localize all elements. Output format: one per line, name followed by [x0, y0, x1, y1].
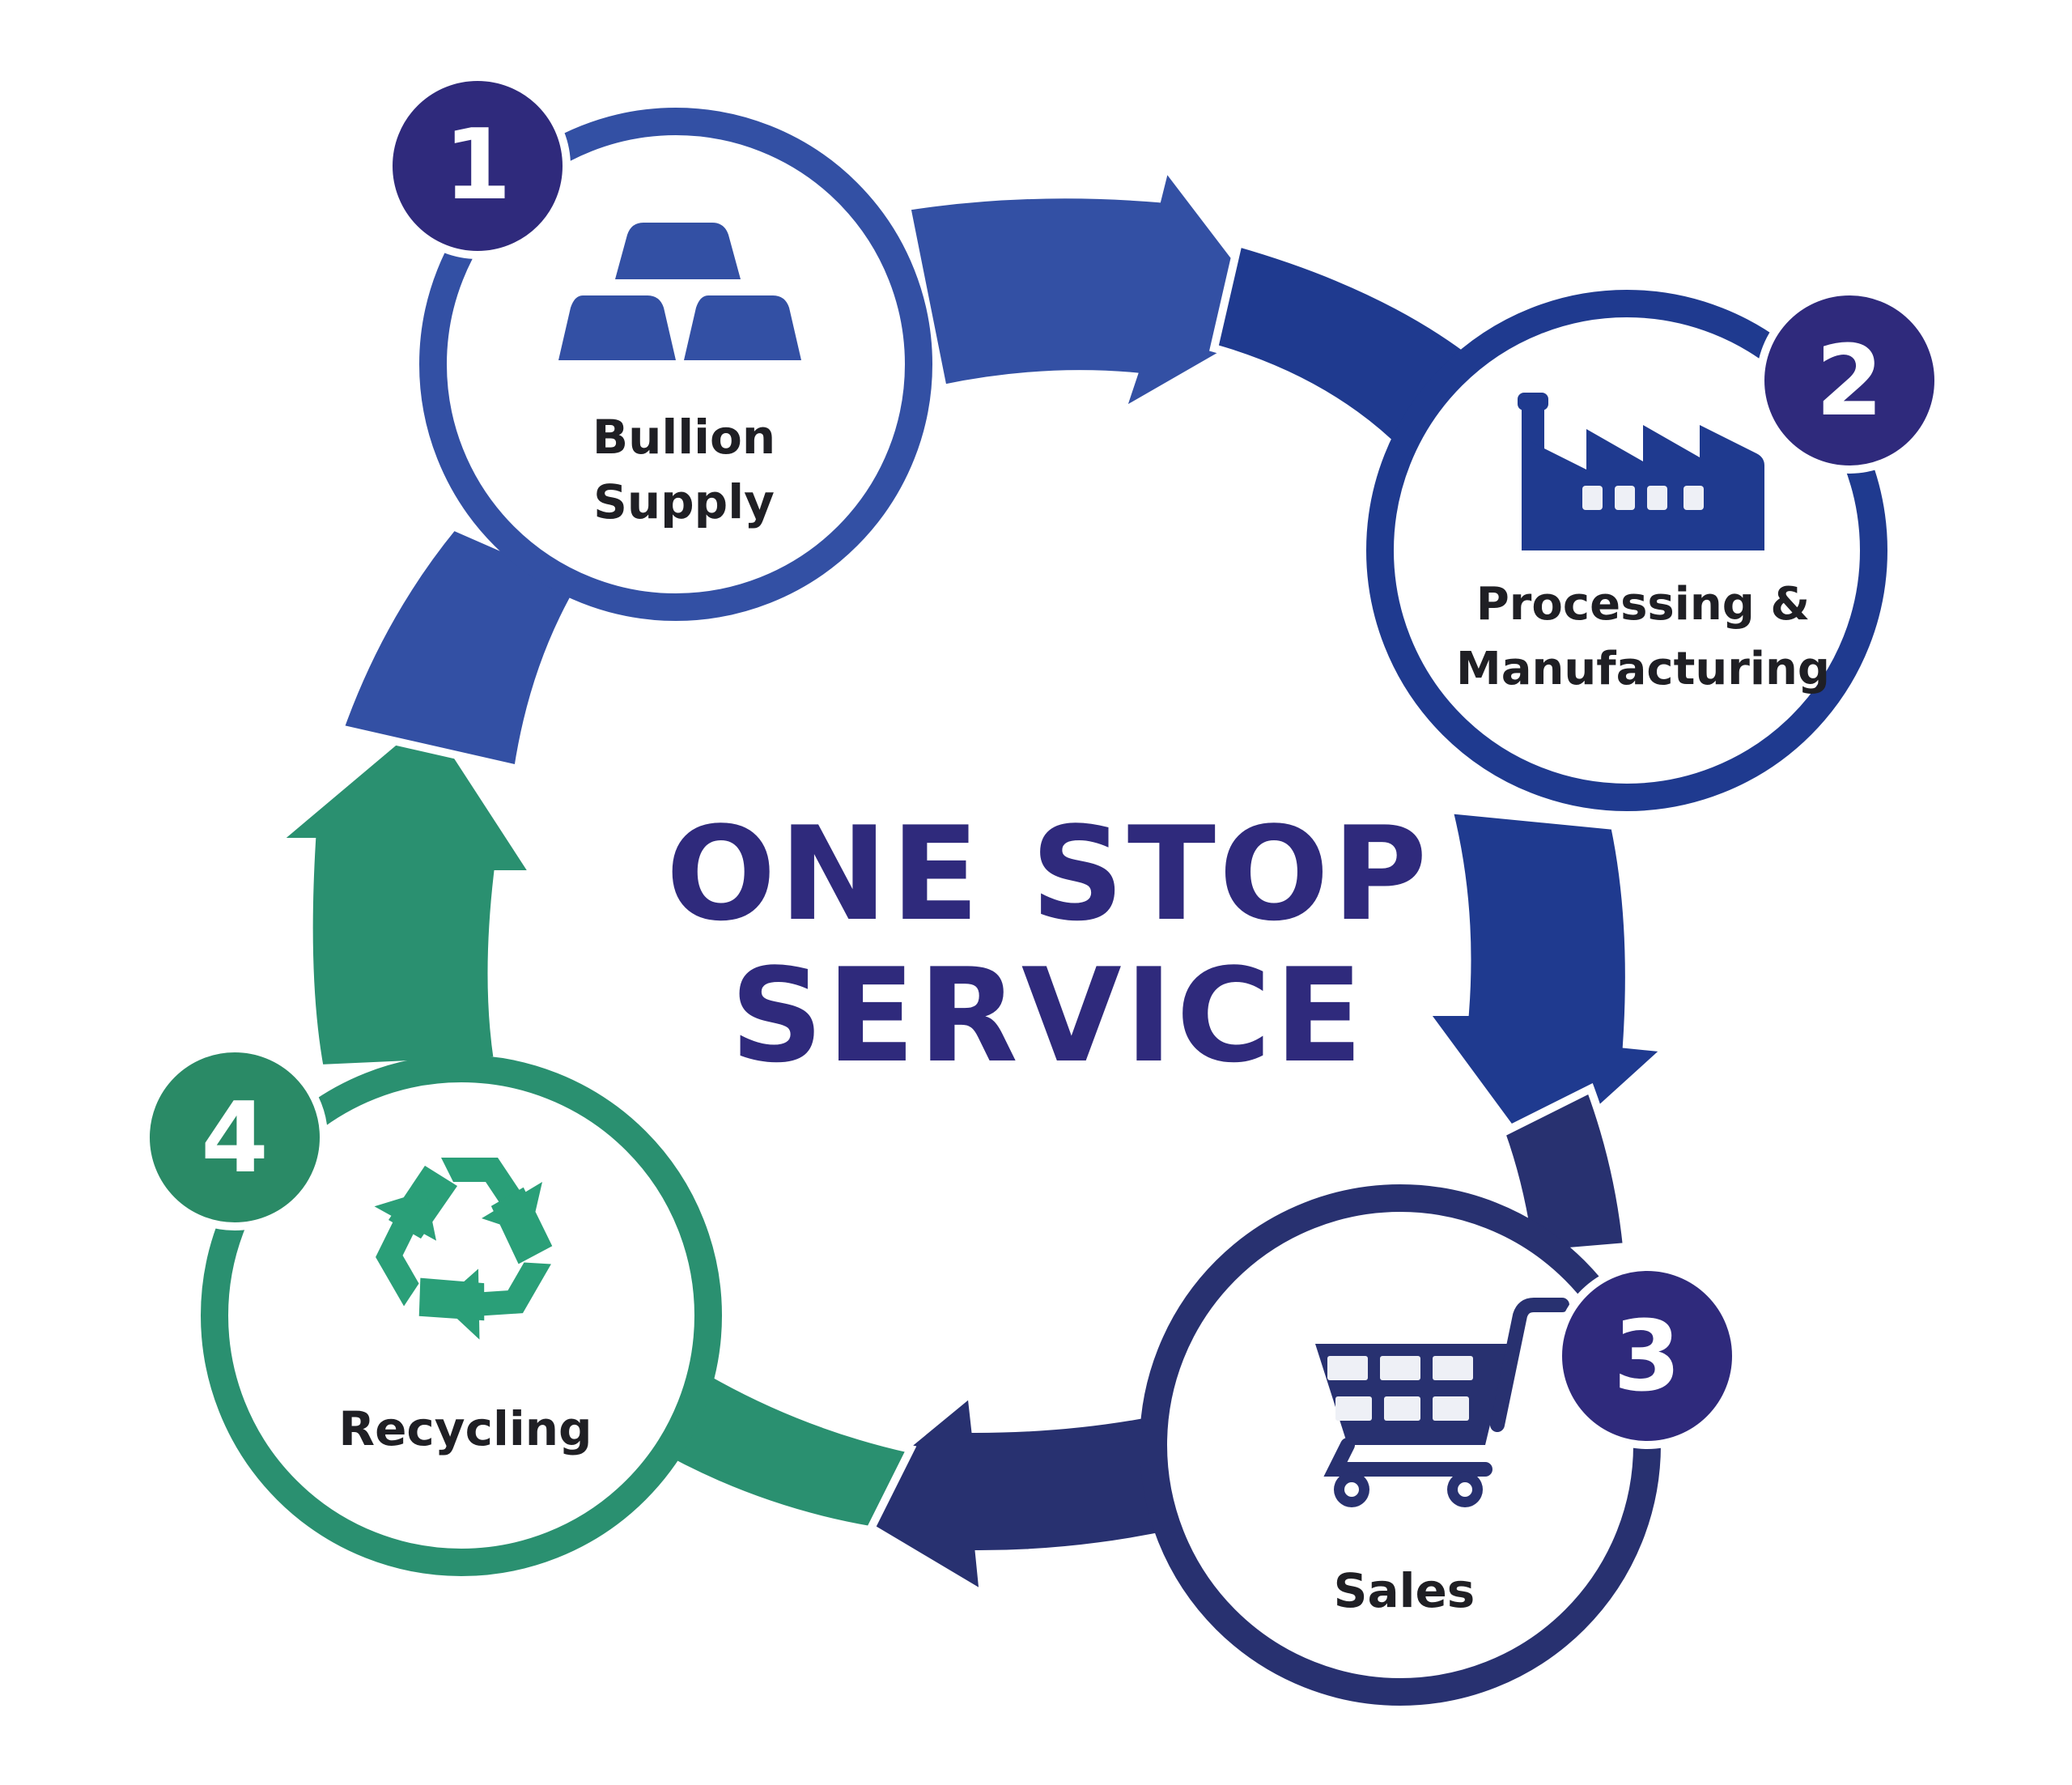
gold-bars-icon	[558, 223, 801, 360]
center-title: ONE STOP SERVICE	[666, 798, 1431, 1091]
recycle-icon	[374, 1158, 553, 1340]
factory-icon	[1518, 393, 1764, 550]
stage-bullion-supply: Bullion Supply 1	[384, 73, 932, 621]
stage-label-line: Manufacturing	[1456, 643, 1830, 695]
stage-label-line: Bullion	[592, 410, 775, 465]
step-number: 1	[444, 109, 512, 222]
stage-label-line: Processing &	[1476, 578, 1810, 631]
step-number: 4	[201, 1082, 269, 1195]
step-badge	[384, 73, 571, 259]
step-badge	[142, 1044, 328, 1230]
step-badge	[1554, 1263, 1740, 1449]
cycle-arrows	[264, 156, 1677, 1603]
stage-sales: Sales 3	[1140, 1184, 1740, 1706]
stage-label-line: Recycling	[338, 1401, 592, 1456]
center-title-line2: SERVICE	[730, 940, 1366, 1091]
arrow-supply-to-processing	[902, 156, 1289, 422]
stage-label-line: Supply	[593, 474, 775, 529]
shopping-cart-icon	[1315, 1298, 1569, 1507]
center-title-line1: ONE STOP	[666, 798, 1431, 950]
step-number: 3	[1613, 1301, 1681, 1413]
stage-circle	[419, 108, 932, 621]
step-badge	[1756, 287, 1942, 474]
stage-processing-manufacturing: Processing & Manufacturing 2	[1366, 287, 1942, 811]
stage-label-line: Sales	[1334, 1563, 1475, 1618]
factory-windows	[1582, 486, 1704, 510]
stage-recycling: Recycling 4	[142, 1044, 722, 1576]
step-number: 2	[1815, 325, 1883, 438]
